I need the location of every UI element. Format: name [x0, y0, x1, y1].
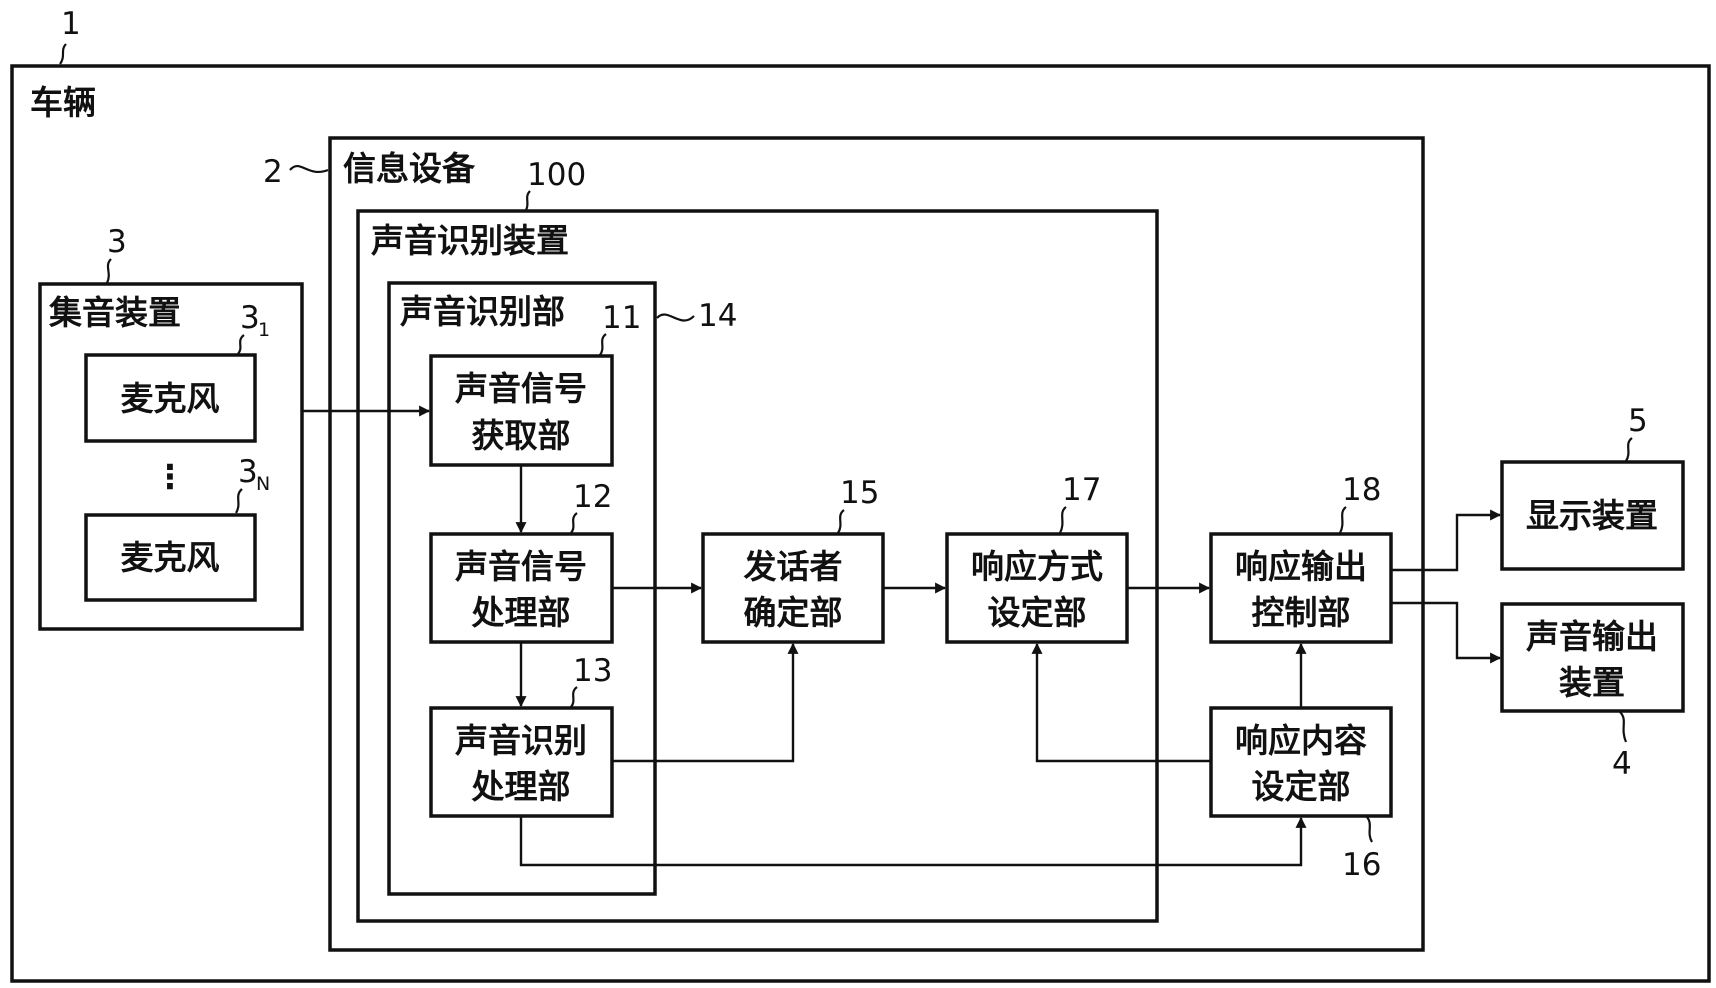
microphone-1-label: 麦克风 — [121, 379, 220, 418]
response-output-control-box — [1209, 532, 1393, 644]
arrow-content-to-mode — [1031, 642, 1211, 763]
microphone-1-box — [84, 353, 257, 443]
ref-100: 100 — [527, 157, 586, 193]
leader-100 — [524, 190, 531, 211]
leader-15 — [837, 509, 845, 534]
ref-15: 15 — [840, 475, 879, 511]
microphone-n-box — [84, 513, 257, 602]
sound-collection-device-label: 集音装置 — [48, 293, 181, 332]
response-mode-setting-label-line2: 设定部 — [988, 593, 1087, 632]
ref-3: 3 — [107, 224, 127, 260]
arrow-output-control-to-display — [1391, 509, 1502, 572]
leader-2 — [289, 164, 329, 173]
speech-recognition-unit-label: 声音识别部 — [400, 292, 565, 331]
ref-17: 17 — [1062, 472, 1101, 508]
leader-4 — [1619, 711, 1628, 743]
recognition-processing-label-line2: 处理部 — [471, 767, 571, 806]
leader-16 — [1365, 815, 1373, 843]
info-device-frame — [328, 136, 1425, 952]
response-content-setting-box — [1209, 706, 1393, 818]
leader-14 — [656, 313, 695, 322]
leader-12 — [570, 512, 578, 534]
recognition-processing-label-line1: 声音识别 — [455, 721, 587, 760]
ref-16: 16 — [1342, 847, 1381, 883]
leader-3 — [105, 258, 112, 284]
display-device-label: 显示装置 — [1526, 496, 1658, 535]
leader-13 — [570, 686, 578, 708]
response-output-control-label-line2: 控制部 — [1252, 593, 1351, 632]
ref-13: 13 — [573, 653, 612, 689]
info-device-label: 信息设备 — [343, 149, 476, 188]
audio-output-device-label-line1: 声音输出 — [1526, 617, 1658, 656]
arrow-recognition-to-speaker — [612, 642, 799, 763]
arrow-recognition-to-content — [519, 816, 1307, 867]
ref-3-1-subscript: 1 — [258, 319, 270, 341]
leader-17 — [1058, 506, 1067, 534]
microphone-ellipsis: ⋮ — [154, 457, 187, 496]
leader-5 — [1625, 437, 1633, 462]
speaker-determination-label-line1: 发话者 — [744, 547, 843, 586]
signal-processing-label-line1: 声音信号 — [455, 547, 587, 586]
ref-11: 11 — [602, 300, 641, 336]
sound-collection-device-frame — [38, 282, 304, 631]
response-content-setting-label-line1: 响应内容 — [1235, 721, 1367, 760]
response-output-control-label-line1: 响应输出 — [1235, 547, 1367, 586]
ref-5: 5 — [1628, 403, 1648, 439]
arrow-output-control-to-audio — [1391, 601, 1502, 664]
audio-output-device-label-line2: 装置 — [1559, 663, 1625, 702]
speaker-determination-label-line2: 确定部 — [744, 593, 843, 632]
signal-acquisition-label-line1: 声音信号 — [455, 369, 587, 408]
speech-recognition-device-frame — [356, 209, 1159, 923]
ref-3-1: 3 — [240, 300, 260, 336]
ref-1: 1 — [61, 6, 81, 42]
vehicle-label: 车辆 — [30, 83, 96, 122]
response-content-setting-label-line2: 设定部 — [1252, 767, 1351, 806]
signal-acquisition-label-line2: 获取部 — [472, 416, 571, 455]
response-mode-setting-label-line1: 响应方式 — [971, 547, 1103, 586]
signal-processing-label-line2: 处理部 — [471, 593, 571, 632]
ref-18: 18 — [1342, 472, 1381, 508]
display-device-box — [1500, 460, 1685, 571]
ref-3-n: 3 — [238, 454, 258, 490]
audio-output-device-box — [1500, 602, 1685, 713]
leader-3-1 — [237, 334, 245, 355]
leader-11 — [599, 333, 607, 356]
leader-18 — [1338, 506, 1347, 534]
leader-1 — [59, 43, 67, 65]
vehicle-frame — [10, 64, 1711, 983]
leader-3-n — [235, 488, 243, 514]
speech-recognition-device-label: 声音识别装置 — [371, 221, 569, 260]
ref-4: 4 — [1612, 746, 1632, 782]
ref-3-n-subscript: N — [256, 473, 270, 495]
ref-14: 14 — [698, 298, 737, 334]
ref-2: 2 — [263, 154, 283, 190]
ref-12: 12 — [573, 479, 612, 515]
microphone-n-label: 麦克风 — [121, 538, 220, 577]
